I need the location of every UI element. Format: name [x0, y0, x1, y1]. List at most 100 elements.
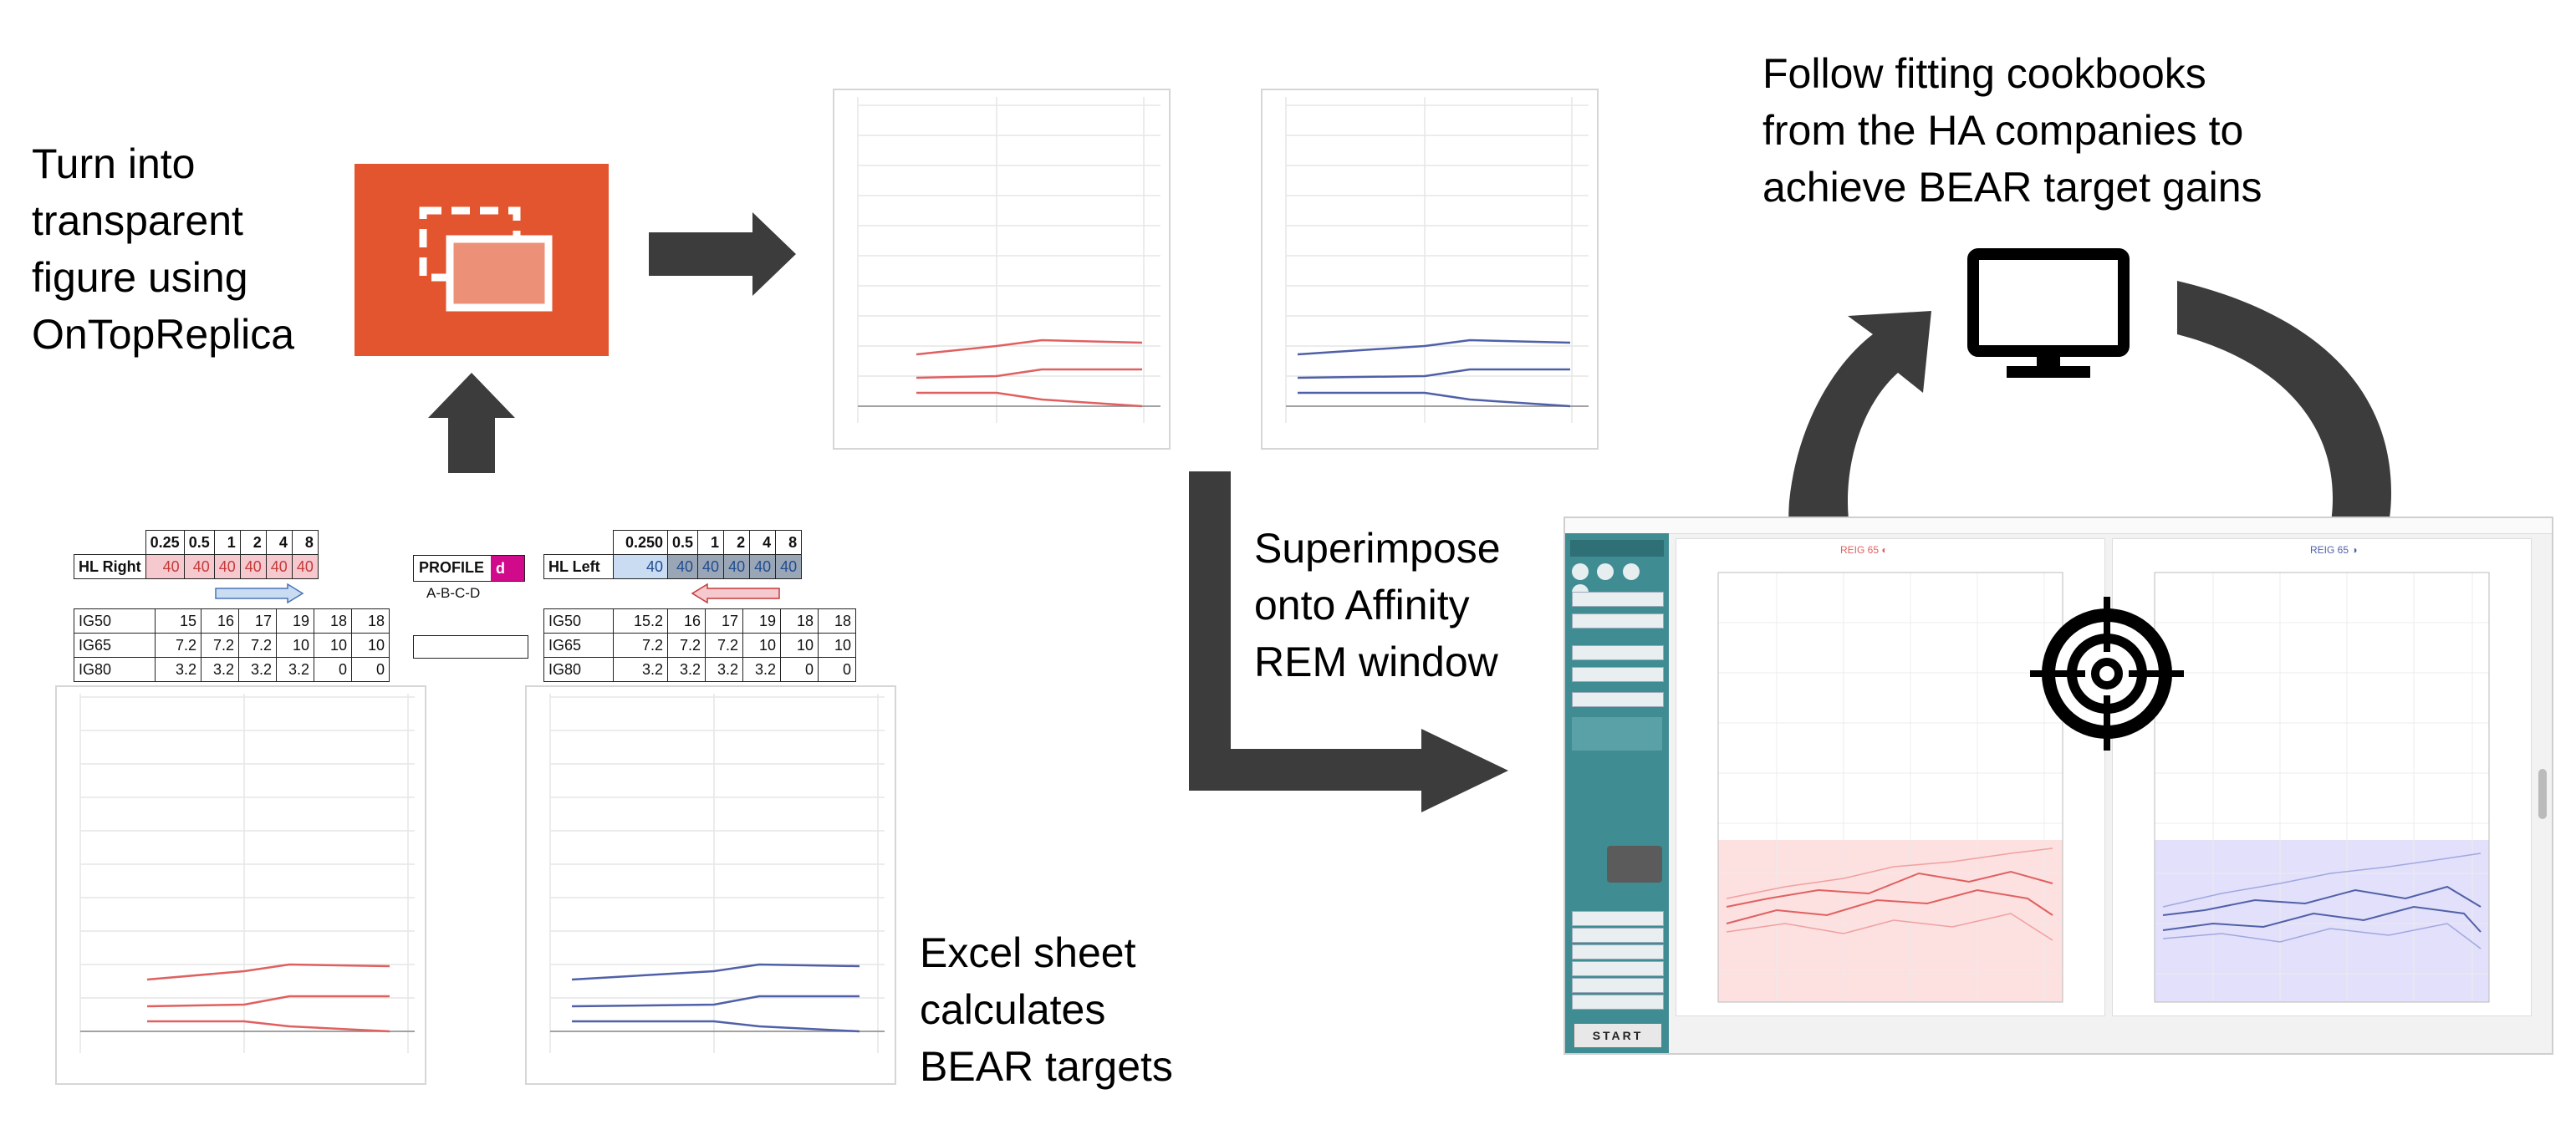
caption-line: REM window — [1254, 639, 1498, 685]
excel-table-right-hl: 0.25 0.5 1 2 4 8 HL Right 40 40 40 40 40… — [74, 530, 319, 579]
sidebar-dropdown[interactable] — [1572, 645, 1664, 660]
ig-cell: 3.2 — [613, 657, 668, 682]
sidebar-round-buttons[interactable] — [1572, 563, 1662, 601]
caption-line: BEAR targets — [920, 1043, 1173, 1090]
ontopreplica-logo — [355, 164, 609, 356]
freq-header: 1 — [213, 530, 241, 555]
ig-cell: 3.2 — [742, 657, 781, 682]
sidebar-dropdown[interactable] — [1572, 692, 1664, 707]
sidebar-dropdown[interactable] — [1572, 613, 1664, 629]
hl-left-cell[interactable]: 40 — [666, 554, 699, 579]
ig-cell: 0 — [818, 657, 856, 682]
ig-cell: 18 — [351, 608, 390, 634]
ig-cell: 0 — [780, 657, 819, 682]
ig-row-label: IG80 — [74, 657, 156, 682]
excel-table-right-ig: IG50 15 16 17 19 18 18 IG65 7.2 7.2 7.2 … — [74, 608, 390, 682]
sidebar-dropdown[interactable] — [1572, 667, 1664, 682]
caption-line: transparent — [32, 197, 243, 244]
ig-cell: 3.2 — [155, 657, 201, 682]
crosshair-target-icon — [2030, 597, 2184, 751]
caption-line: Excel sheet — [920, 929, 1136, 976]
sidebar-curve-item[interactable] — [1572, 944, 1664, 959]
ig-cell: 0 — [351, 657, 390, 682]
ig-row-label: IG80 — [543, 657, 614, 682]
right-edge-scroll-handle[interactable] — [2538, 769, 2547, 819]
sidebar-curve-item[interactable] — [1572, 911, 1664, 926]
freq-header: 8 — [291, 530, 319, 555]
sidebar-curve-item[interactable] — [1572, 995, 1664, 1010]
caption-line: achieve BEAR target gains — [1762, 164, 2262, 211]
profile-options: A-B-C-D — [426, 585, 481, 601]
caption-turn-into: Turn into transparent figure using OnTop… — [32, 135, 294, 363]
sidebar-options-panel — [1572, 717, 1662, 751]
ig-row-label: IG65 — [543, 633, 614, 658]
ig-cell: 10 — [276, 633, 314, 658]
ig-cell: 16 — [667, 608, 706, 634]
ig-cell: 7.2 — [155, 633, 201, 658]
ig-cell: 18 — [780, 608, 819, 634]
ig-cell: 7.2 — [613, 633, 668, 658]
hl-left-cell[interactable]: 40 — [697, 554, 725, 579]
caption-line: Superimpose — [1254, 525, 1501, 572]
sidebar-curve-item[interactable] — [1572, 928, 1664, 943]
hl-right-cell[interactable]: 40 — [265, 554, 293, 579]
ig-cell: 7.2 — [238, 633, 277, 658]
hl-left-label: HL Left — [543, 554, 614, 579]
ig-row-label: IG50 — [74, 608, 156, 634]
arrow-up-icon — [428, 373, 515, 473]
rem-chart-left — [2154, 572, 2490, 1003]
hl-left-cell[interactable]: 40 — [775, 554, 803, 579]
ig-cell: 3.2 — [201, 657, 239, 682]
ig-cell: 3.2 — [276, 657, 314, 682]
rem-chart-right — [1717, 572, 2063, 1003]
freq-header: 0.5 — [666, 530, 699, 555]
arrow-left-small-icon — [691, 583, 780, 603]
profile-label: PROFILE — [419, 559, 485, 576]
freq-header: 0.25 — [145, 530, 185, 555]
sidebar-curve-item[interactable] — [1572, 961, 1664, 976]
ig-cell: 18 — [818, 608, 856, 634]
caption-line: Turn into — [32, 140, 196, 187]
rem-panel-right: REIG 65 ◐ — [1676, 538, 2105, 1016]
excel-chart-right — [55, 685, 426, 1085]
hl-left-cell[interactable]: 40 — [723, 554, 751, 579]
caption-line: figure using — [32, 254, 248, 301]
hl-right-cell[interactable]: 40 — [213, 554, 241, 579]
sidebar-toolbar — [1570, 540, 1664, 557]
profile-value[interactable]: d — [491, 556, 524, 581]
excel-table-left-ig: IG50 15.2 16 17 19 18 18 IG65 7.2 7.2 7.… — [543, 608, 856, 682]
ig-cell: 15.2 — [613, 608, 668, 634]
arrow-bend-right-icon — [1189, 471, 1508, 812]
arrow-right-icon — [649, 212, 796, 296]
ig-row-label: IG50 — [543, 608, 614, 634]
ig-row-label: IG65 — [74, 633, 156, 658]
hl-right-cell[interactable]: 40 — [183, 554, 215, 579]
ig-cell: 18 — [314, 608, 352, 634]
ig-cell: 17 — [705, 608, 743, 634]
ig-cell: 7.2 — [705, 633, 743, 658]
rem-panel-left: REIG 65 ◑ — [2112, 538, 2532, 1016]
freq-header: 2 — [239, 530, 267, 555]
ig-cell: 7.2 — [201, 633, 239, 658]
hl-left-cell[interactable]: 40 — [613, 554, 668, 579]
sidebar-curve-item[interactable] — [1572, 978, 1664, 993]
excel-chart-left — [525, 685, 896, 1085]
freq-header: 2 — [723, 530, 751, 555]
hl-right-cell[interactable]: 40 — [291, 554, 319, 579]
caption-line: Follow fitting cookbooks — [1762, 50, 2206, 97]
caption-line: OnTopReplica — [32, 311, 295, 358]
start-button[interactable]: START — [1574, 1023, 1662, 1048]
ig-cell: 3.2 — [667, 657, 706, 682]
hl-right-cell[interactable]: 40 — [239, 554, 267, 579]
ig-cell: 10 — [314, 633, 352, 658]
freq-header: 4 — [265, 530, 293, 555]
ig-cell: 19 — [742, 608, 781, 634]
transparent-chart-left — [1261, 89, 1599, 450]
window-titlebar — [1565, 518, 2552, 534]
hl-left-cell[interactable]: 40 — [749, 554, 777, 579]
sidebar-dropdown[interactable] — [1572, 592, 1664, 607]
freq-header: 0.5 — [183, 530, 215, 555]
monitor-icon — [1967, 248, 2130, 378]
hl-right-cell[interactable]: 40 — [145, 554, 185, 579]
profile-input-box[interactable] — [413, 635, 528, 659]
